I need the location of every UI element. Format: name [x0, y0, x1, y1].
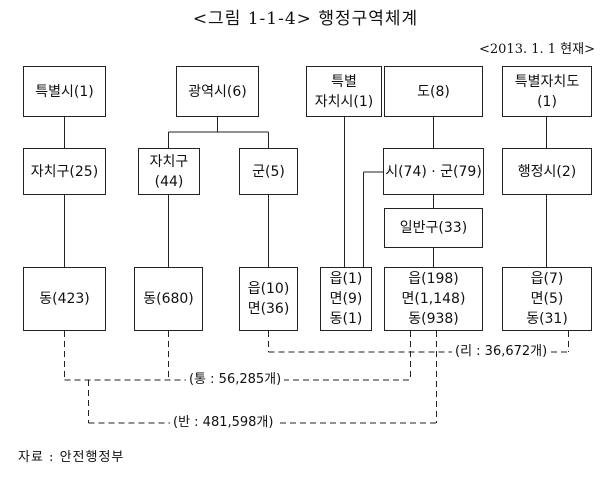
box-line: 자치구: [149, 153, 189, 170]
box-metro-city: 광역시(6): [176, 66, 259, 117]
box-line: 읍(1): [329, 271, 363, 287]
box-line: 시(74) · 군(79): [385, 163, 482, 180]
box-line: 동(938): [408, 311, 459, 327]
box-si-gun: 시(74) · 군(79): [383, 148, 484, 195]
box-dong-2: 동(680): [134, 267, 203, 331]
box-line: 면(36): [247, 301, 290, 317]
box-line: 광역시(6): [188, 83, 247, 100]
box-line: 특별: [331, 73, 357, 90]
box-line: 면(5): [530, 291, 564, 307]
box-line: 자치시(1): [314, 93, 374, 110]
label-ri-count: (리 : 36,672개): [452, 344, 551, 360]
box-line: 특별시(1): [35, 83, 94, 100]
box-line: 읍(7): [530, 271, 564, 287]
box-ilbangu: 일반구(33): [384, 208, 483, 248]
box-jachigu-2: 자치구 (44): [138, 148, 200, 195]
label-tong-count: (통 : 56,285개): [186, 372, 285, 388]
box-dong-1: 동(423): [23, 267, 106, 331]
box-line: 동(423): [39, 291, 90, 307]
box-line: (44): [154, 173, 184, 190]
box-line: 읍(10): [247, 281, 290, 297]
source-note: 자료 : 안전행정부: [18, 450, 125, 465]
box-line: (1): [537, 93, 557, 110]
box-line: 특별자치도: [514, 73, 580, 90]
box-line: 동(680): [143, 291, 194, 307]
box-line: 읍(198): [408, 271, 459, 287]
box-line: 도(8): [417, 83, 450, 100]
box-eup-myeon-dong-1: 읍(1) 면(9) 동(1): [320, 267, 372, 331]
label-ban-count: (반 : 481,598개): [170, 415, 277, 431]
box-line: 면(1,148): [401, 291, 466, 307]
box-special-city: 특별시(1): [23, 66, 106, 117]
box-eup-myeon-dong-3: 읍(7) 면(5) 동(31): [502, 267, 592, 331]
box-province: 도(8): [384, 66, 483, 117]
box-special-self-province: 특별자치도 (1): [502, 66, 592, 117]
box-line: 동(1): [329, 311, 363, 327]
box-line: 일반구(33): [399, 220, 468, 236]
box-line: 행정시(2): [517, 163, 577, 180]
box-line: 동(31): [526, 311, 568, 327]
date-note: <2013. 1. 1 현재>: [479, 42, 595, 57]
box-line: 군(5): [252, 163, 285, 180]
box-line: 면(9): [329, 291, 363, 307]
box-special-self-city: 특별 자치시(1): [306, 66, 382, 117]
diagram-title: <그림 1-1-4> 행정구역체계: [192, 9, 419, 29]
box-jachigu-1: 자치구(25): [23, 148, 106, 195]
box-line: 자치구(25): [30, 163, 99, 180]
box-eup-myeon-1: 읍(10) 면(36): [239, 267, 298, 331]
box-admin-city: 행정시(2): [502, 148, 592, 195]
box-gun-1: 군(5): [239, 148, 298, 195]
box-eup-myeon-dong-2: 읍(198) 면(1,148) 동(938): [384, 267, 483, 331]
